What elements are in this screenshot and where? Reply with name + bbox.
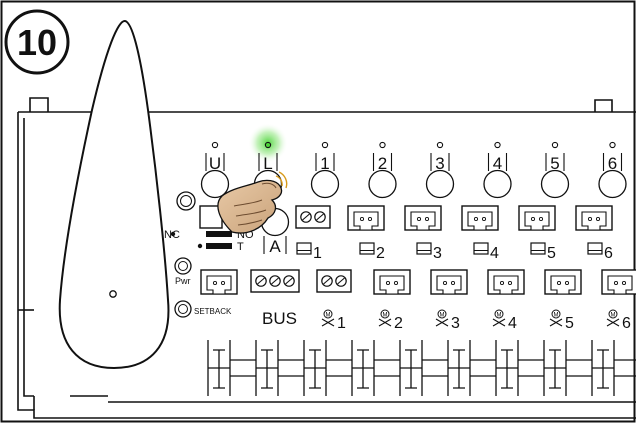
zone-4-indicator-led bbox=[494, 141, 501, 149]
thermostat-icon bbox=[473, 242, 489, 255]
svg-text:M: M bbox=[497, 313, 502, 319]
zone-6-indicator-led bbox=[609, 141, 616, 149]
zone-2-push-button[interactable] bbox=[368, 169, 397, 199]
zone-2-indicator-led bbox=[379, 141, 386, 149]
zone-5-push-button[interactable] bbox=[540, 169, 570, 199]
left-controls: NC NO T Pwr SETBACK bbox=[164, 191, 254, 318]
thermostat-number-5: 5 bbox=[547, 245, 556, 262]
thermostat-number-2: 2 bbox=[376, 245, 385, 262]
bus-terminal bbox=[250, 269, 300, 293]
thermostat-number-6: 6 bbox=[604, 245, 613, 262]
bus-label: BUS bbox=[262, 309, 297, 328]
thermostat-icon bbox=[416, 242, 432, 255]
button-label-bracket: 1 bbox=[315, 153, 335, 173]
button-label-bracket: 4 bbox=[487, 153, 508, 173]
wireless-tag-device bbox=[58, 20, 170, 370]
step-badge: 10 bbox=[4, 9, 70, 75]
a-label-bracket: A bbox=[263, 236, 287, 256]
zone-3-indicator-led bbox=[436, 141, 444, 149]
setback-label: SETBACK bbox=[194, 307, 232, 316]
actuator-terminal-6 bbox=[601, 269, 636, 295]
thermostat-icon bbox=[587, 242, 603, 255]
actuator-terminal-5 bbox=[544, 269, 582, 295]
actuator-number-1: 1 bbox=[337, 315, 346, 332]
thermostat-number-1: 1 bbox=[313, 245, 322, 262]
actuator-terminal-2 bbox=[373, 269, 411, 295]
actuator-icon: M bbox=[435, 309, 449, 327]
setback-terminal bbox=[200, 269, 238, 295]
zone-5-indicator-led bbox=[551, 141, 559, 149]
zone-3-push-button[interactable] bbox=[425, 169, 455, 199]
actuator-terminal-3 bbox=[430, 269, 468, 295]
a-button-label: A bbox=[269, 237, 281, 256]
zone-1-indicator-led bbox=[321, 141, 329, 149]
svg-text:M: M bbox=[554, 313, 559, 319]
zone-4-button-label: 4 bbox=[493, 154, 502, 173]
actuator-number-2: 2 bbox=[394, 315, 403, 332]
actuator-number-5: 5 bbox=[565, 315, 574, 332]
zone-2-button-label: 2 bbox=[378, 154, 387, 173]
hand-pressing-button bbox=[217, 171, 288, 234]
thermostat-terminal-5 bbox=[518, 205, 556, 231]
svg-text:M: M bbox=[611, 313, 616, 319]
actuator-number-6: 6 bbox=[622, 315, 631, 332]
nc-label: NC bbox=[164, 229, 180, 241]
button-label-bracket: 3 bbox=[430, 153, 450, 173]
u-indicator-led bbox=[211, 141, 219, 149]
mode-knob[interactable] bbox=[176, 191, 196, 211]
t-label: T bbox=[237, 241, 244, 253]
zone-6-push-button[interactable] bbox=[598, 169, 627, 199]
l-indicator-led bbox=[264, 141, 272, 149]
button-label-bracket: L bbox=[258, 153, 278, 173]
actuator-number-3: 3 bbox=[451, 315, 460, 332]
svg-text:M: M bbox=[440, 313, 445, 319]
zone-3-button-label: 3 bbox=[435, 154, 444, 173]
actuator-icon: M bbox=[606, 309, 620, 327]
pwr-led bbox=[174, 257, 192, 275]
thermostat-icon bbox=[530, 242, 546, 255]
thermostat-terminal-6 bbox=[575, 205, 613, 231]
actuator-icon: M bbox=[549, 309, 563, 327]
actuator-icon: M bbox=[492, 309, 506, 327]
thermostat-terminal-4 bbox=[461, 205, 499, 231]
actuator-icon: M bbox=[378, 309, 392, 327]
zone-1-push-button[interactable] bbox=[310, 169, 340, 199]
svg-text:M: M bbox=[383, 313, 388, 319]
u-push-button[interactable] bbox=[200, 169, 230, 199]
actuator-terminal-1 bbox=[316, 269, 352, 293]
thermostat-terminal-3 bbox=[404, 205, 442, 231]
zone-4-push-button[interactable] bbox=[483, 169, 512, 199]
thermostat-terminal-1 bbox=[295, 205, 331, 229]
actuator-terminal-4 bbox=[487, 269, 525, 295]
setback-led bbox=[174, 300, 192, 318]
button-label-bracket: 6 bbox=[602, 153, 623, 173]
thermostat-number-3: 3 bbox=[433, 245, 442, 262]
thermostat-number-4: 4 bbox=[490, 245, 499, 262]
actuator-icon: M bbox=[321, 309, 335, 327]
zone-6-button-label: 6 bbox=[608, 154, 617, 173]
zone-5-button-label: 5 bbox=[550, 154, 559, 173]
u-button-label: U bbox=[209, 154, 221, 173]
thermostat-terminal-2 bbox=[347, 205, 385, 231]
svg-text:M: M bbox=[326, 313, 331, 319]
pwr-label: Pwr bbox=[175, 276, 191, 286]
wire-clamp-strip bbox=[207, 340, 636, 396]
step-number: 10 bbox=[17, 22, 57, 63]
button-label-bracket: 5 bbox=[545, 153, 565, 173]
actuator-number-4: 4 bbox=[508, 315, 517, 332]
zone-1-button-label: 1 bbox=[320, 154, 329, 173]
tag-hole-icon bbox=[109, 290, 117, 298]
thermostat-icon bbox=[359, 242, 375, 255]
thermostat-icon bbox=[296, 242, 312, 255]
button-label-bracket: 2 bbox=[372, 153, 393, 173]
button-label-bracket: U bbox=[205, 153, 225, 173]
l-button-label: L bbox=[263, 154, 272, 173]
